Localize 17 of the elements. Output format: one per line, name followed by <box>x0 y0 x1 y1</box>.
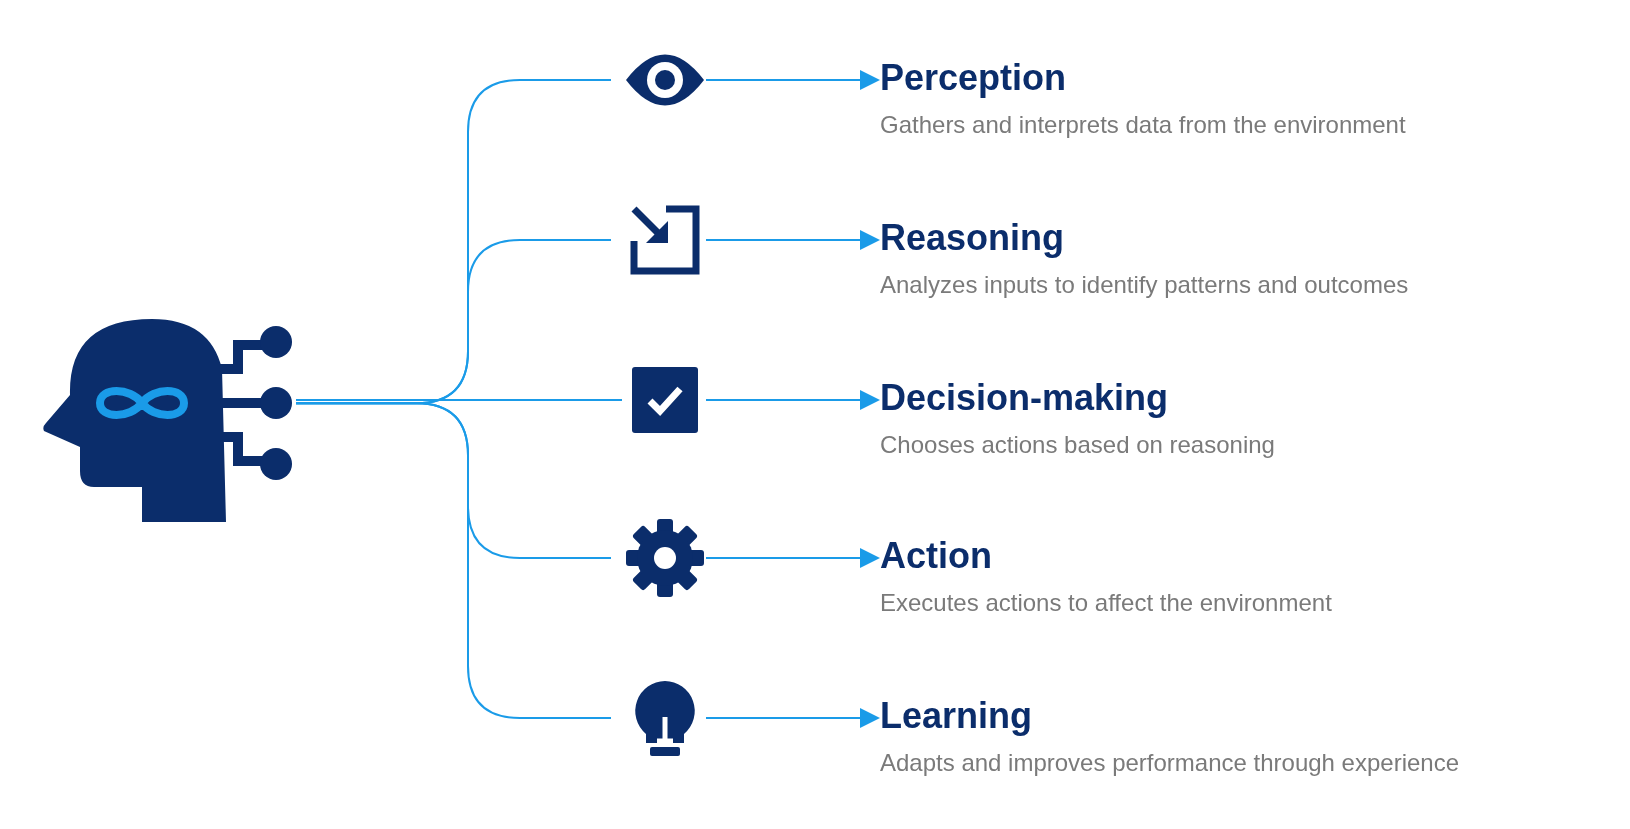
step-title: Action <box>880 536 993 576</box>
step-description: Chooses actions based on reasoning <box>880 431 1276 458</box>
step-title: Decision-making <box>880 378 1170 418</box>
step-description: Gathers and interprets data from the environment <box>880 111 1407 138</box>
arrow <box>705 70 880 90</box>
arrow <box>705 230 880 250</box>
arrow <box>705 548 880 568</box>
connector-line <box>295 399 623 401</box>
connector-line <box>295 402 612 719</box>
step-title: Learning <box>880 696 1033 736</box>
step-title: Reasoning <box>880 218 1066 258</box>
step-description: Executes actions to affect the environment <box>880 589 1333 616</box>
arrow <box>705 390 880 410</box>
step-title: Perception <box>880 58 1068 98</box>
step-description: Adapts and improves performance through experience <box>880 749 1460 776</box>
step-description: Analyzes inputs to identify patterns and outcomes <box>880 271 1410 298</box>
arrow <box>705 708 880 728</box>
